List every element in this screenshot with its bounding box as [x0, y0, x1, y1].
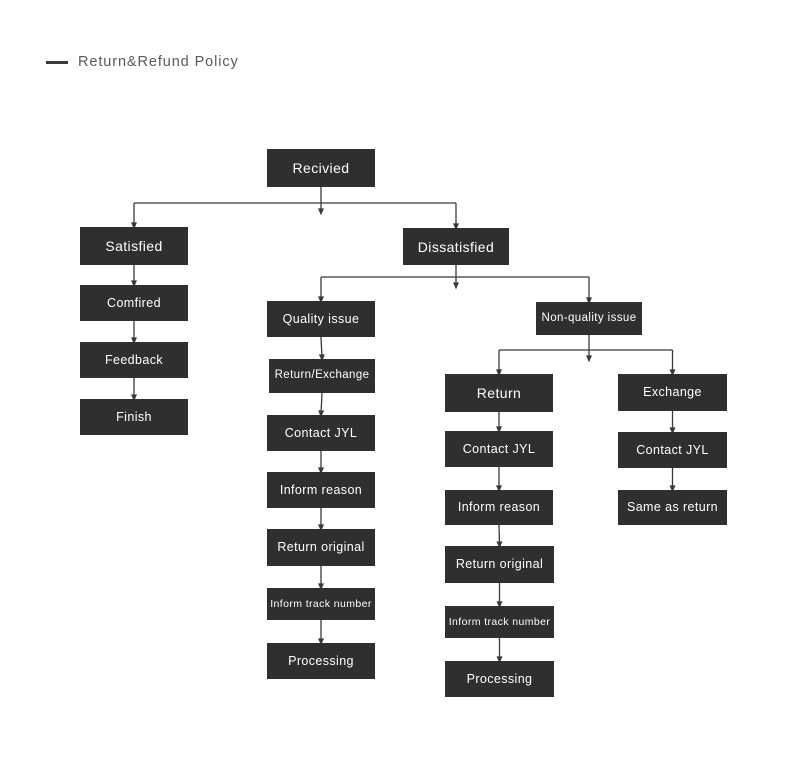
- connector-line: [496, 524, 503, 549]
- flow-node-r-inform[interactable]: Inform reason: [445, 490, 553, 525]
- flow-node-label: Quality issue: [282, 311, 360, 326]
- flow-node-finish[interactable]: Finish: [80, 399, 188, 435]
- flow-node-r-processing[interactable]: Processing: [445, 661, 554, 697]
- flow-node-m-inform[interactable]: Inform reason: [267, 472, 375, 508]
- flow-node-label: Comfired: [107, 295, 161, 310]
- flow-node-e-same[interactable]: Same as return: [618, 490, 727, 525]
- flow-node-label: Processing: [288, 653, 354, 668]
- flow-node-recivied[interactable]: Recivied: [267, 149, 375, 187]
- flow-node-m-return-orig[interactable]: Return original: [267, 529, 375, 566]
- flow-node-label: Inform track number: [270, 597, 372, 610]
- connector-line: [318, 336, 325, 362]
- page-title: Return&Refund Policy: [78, 54, 239, 70]
- flow-node-label: Satisfied: [105, 238, 163, 254]
- horizontal-dash-icon: [46, 60, 68, 64]
- flow-node-label: Return original: [455, 557, 544, 572]
- flow-node-label: Inform track number: [448, 615, 551, 628]
- flow-node-label: Processing: [466, 671, 533, 686]
- flow-node-label: Return original: [277, 540, 365, 555]
- flow-node-label: Inform reason: [457, 500, 541, 515]
- page-title-row: Return&Refund Policy: [46, 54, 239, 70]
- flow-node-label: Exchange: [643, 385, 702, 400]
- flow-node-label: Finish: [116, 409, 152, 424]
- connector-line: [318, 392, 325, 418]
- flow-node-label: Dissatisfied: [417, 238, 495, 255]
- flow-node-label: Contact JYL: [636, 442, 709, 457]
- flow-node-r-track[interactable]: Inform track number: [445, 606, 554, 638]
- flow-node-r-return-orig[interactable]: Return original: [445, 546, 554, 583]
- flow-node-label: Contact JYL: [462, 441, 536, 456]
- flow-node-satisfied[interactable]: Satisfied: [80, 227, 188, 265]
- flow-node-label: Same as return: [626, 500, 719, 515]
- flow-node-e-contact[interactable]: Contact JYL: [618, 432, 727, 468]
- flow-node-dissatisfied[interactable]: Dissatisfied: [403, 228, 509, 265]
- flow-node-label: Return/Exchange: [274, 369, 370, 382]
- flow-node-ret-exch[interactable]: Return/Exchange: [269, 359, 375, 393]
- flow-node-quality[interactable]: Quality issue: [267, 301, 375, 337]
- flow-node-m-contact[interactable]: Contact JYL: [267, 415, 375, 451]
- flow-node-exchange[interactable]: Exchange: [618, 374, 727, 411]
- flow-node-nonquality[interactable]: Non-quality issue: [536, 302, 642, 335]
- flow-node-m-processing[interactable]: Processing: [267, 643, 375, 679]
- flow-node-label: Feedback: [104, 352, 164, 367]
- flow-node-comfired[interactable]: Comfired: [80, 285, 188, 321]
- flow-node-r-contact[interactable]: Contact JYL: [445, 431, 553, 467]
- flow-node-m-track[interactable]: Inform track number: [267, 588, 375, 620]
- flow-node-label: Inform reason: [279, 482, 363, 497]
- flow-node-label: Return: [476, 385, 522, 401]
- flow-node-label: Recivied: [292, 160, 350, 176]
- flow-node-feedback[interactable]: Feedback: [80, 342, 188, 378]
- flow-node-label: Non-quality issue: [541, 311, 637, 324]
- flow-node-return[interactable]: Return: [445, 374, 553, 412]
- flow-node-label: Contact JYL: [284, 425, 358, 440]
